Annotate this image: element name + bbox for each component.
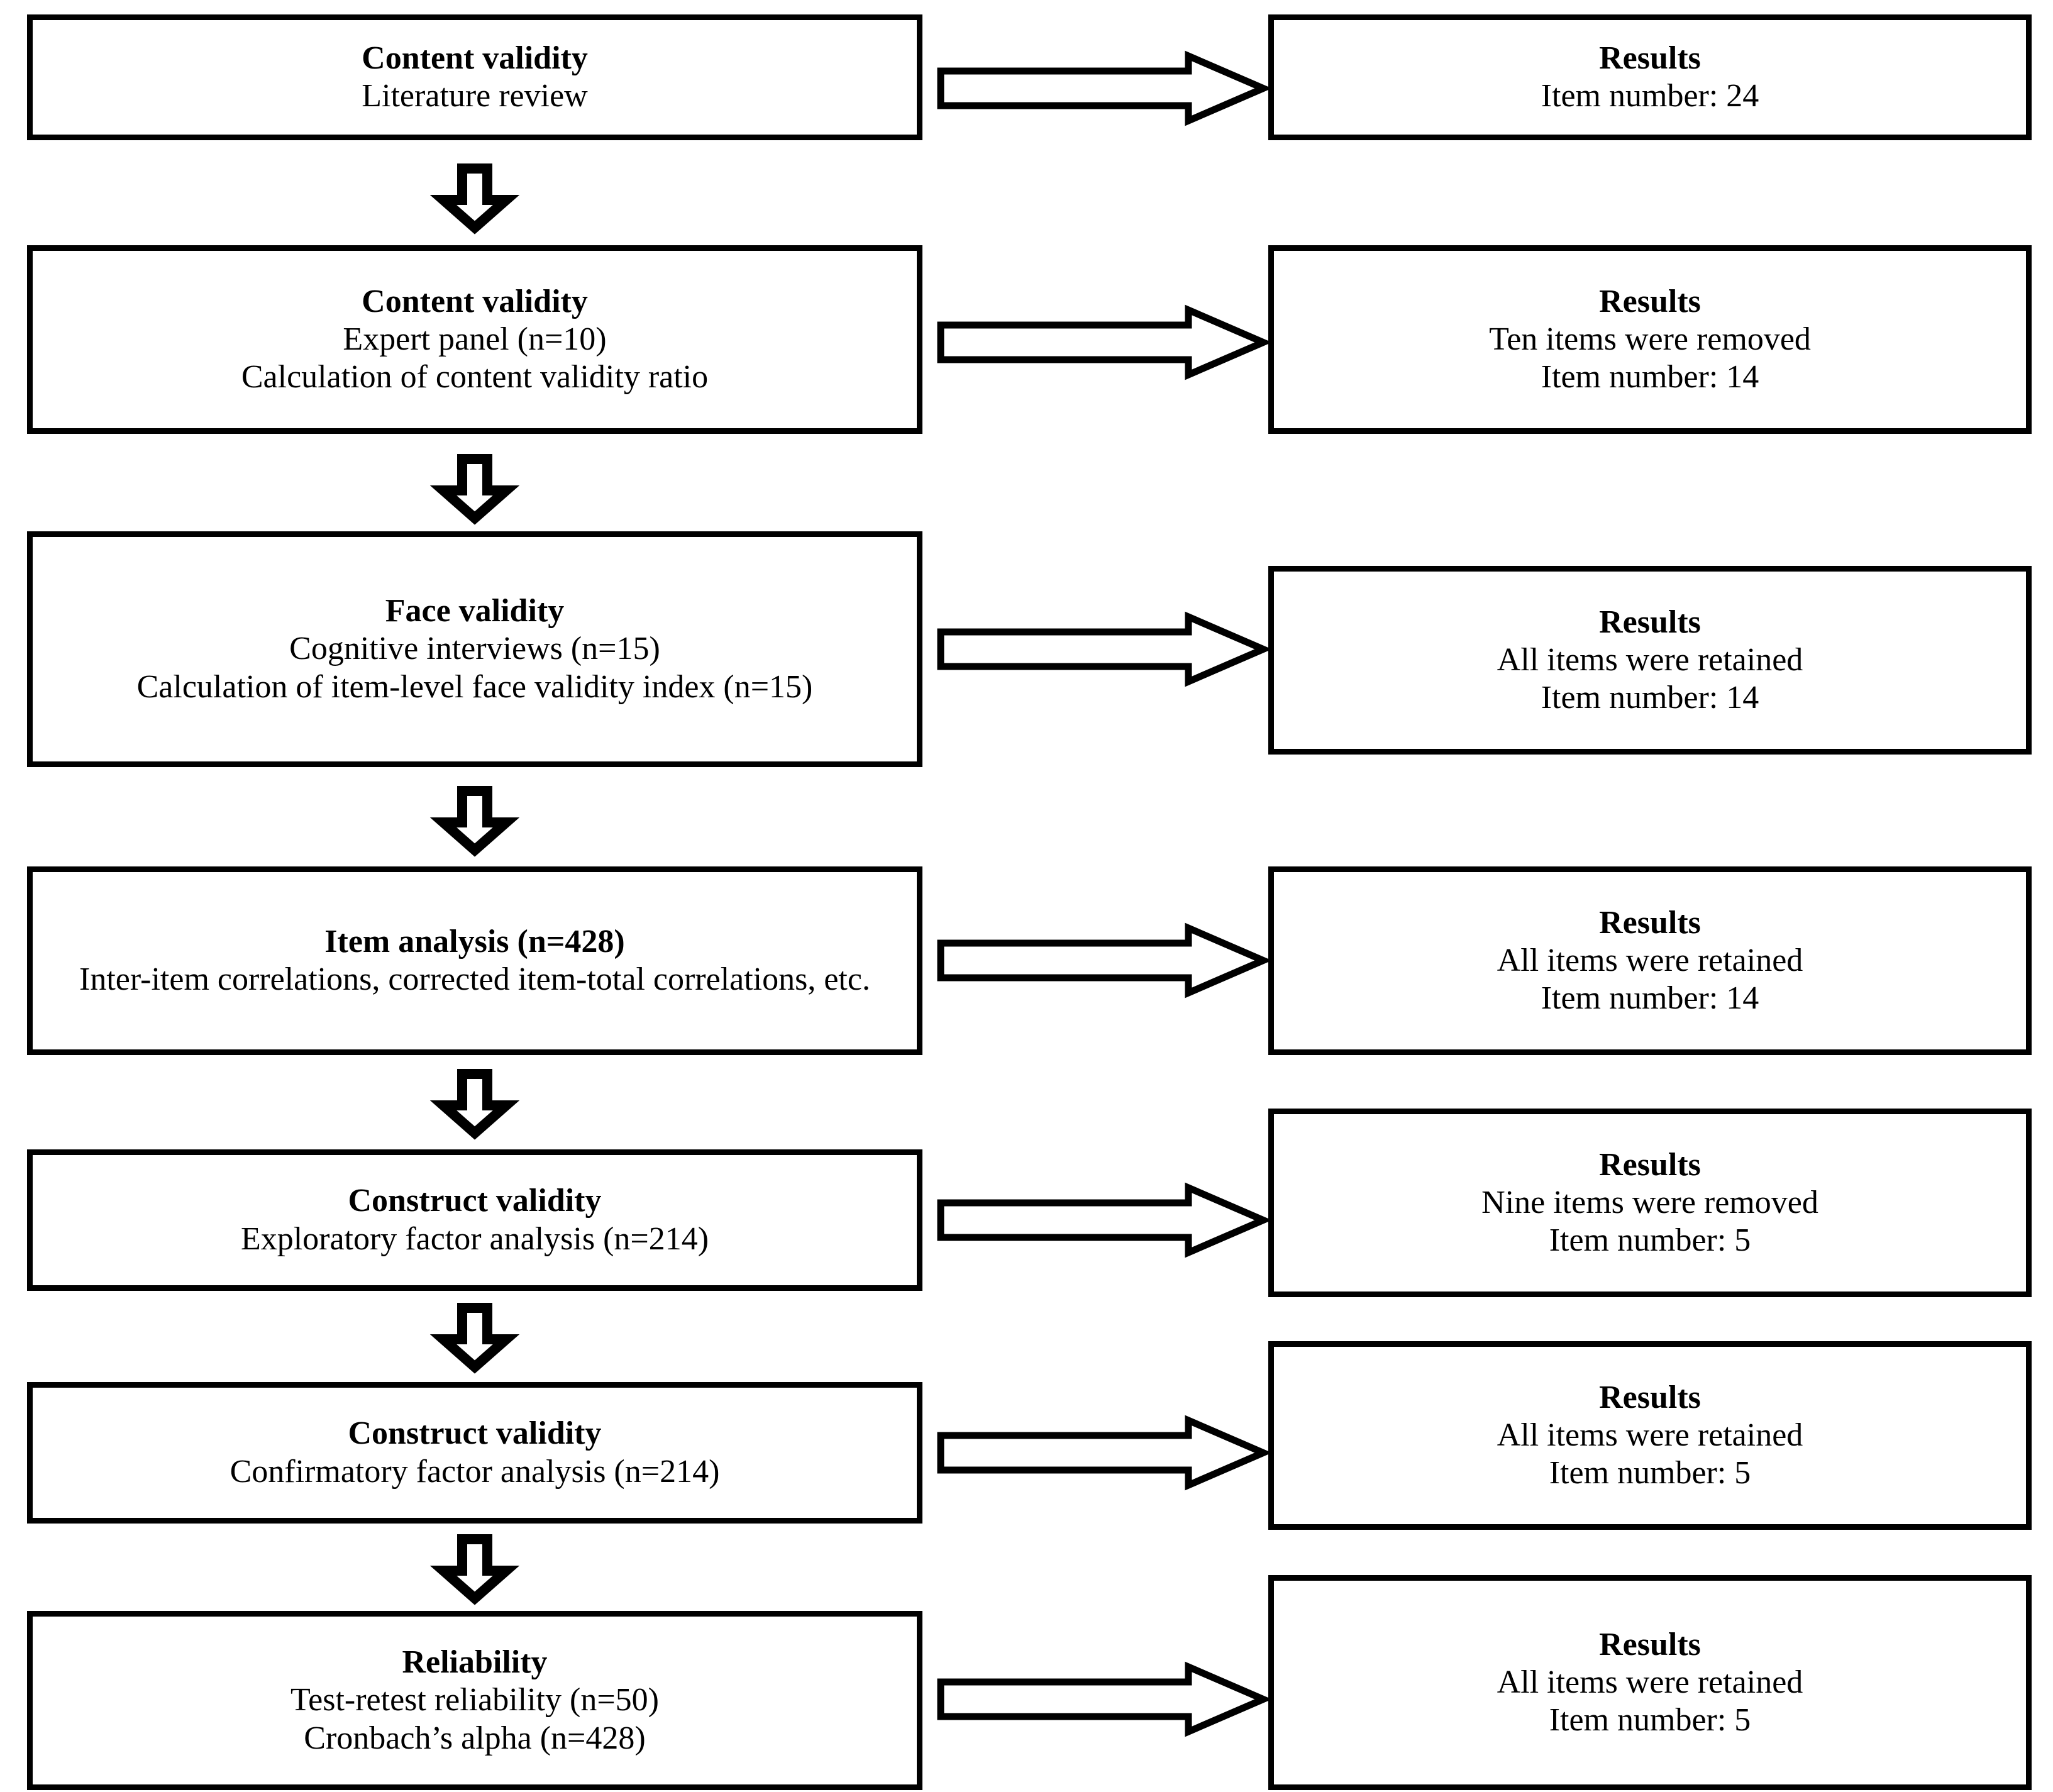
block-arrow-down-icon-2 (429, 454, 520, 525)
result-title: Results (1599, 40, 1701, 76)
result-line: Nine items were removed (1481, 1184, 1818, 1220)
process-line: Cronbach’s alpha (n=428) (304, 1720, 646, 1756)
block-arrow-down-icon-1 (429, 163, 520, 235)
process-line: Expert panel (n=10) (343, 321, 607, 357)
result-box-construct-validity-efa: Results Nine items were removed Item num… (1268, 1109, 2032, 1297)
block-arrow-down-icon-3 (429, 786, 520, 857)
process-title: Face validity (385, 593, 565, 629)
block-arrow-right-icon-6 (937, 1415, 1272, 1491)
result-box-content-validity-expert-panel: Results Ten items were removed Item numb… (1268, 245, 2032, 434)
result-title: Results (1599, 283, 1701, 319)
block-arrow-right-icon-5 (937, 1182, 1272, 1258)
process-title: Content validity (362, 40, 588, 76)
process-box-construct-validity-efa: Construct validity Exploratory factor an… (27, 1149, 922, 1291)
process-title: Reliability (402, 1644, 548, 1681)
result-line: Item number: 5 (1549, 1455, 1751, 1491)
block-arrow-right-icon-1 (937, 50, 1272, 126)
process-box-face-validity: Face validity Cognitive interviews (n=15… (27, 531, 922, 767)
result-box-face-validity: Results All items were retained Item num… (1268, 566, 2032, 755)
block-arrow-down-icon-4 (429, 1069, 520, 1140)
process-title: Content validity (362, 283, 588, 319)
result-line: Item number: 24 (1541, 78, 1759, 114)
result-title: Results (1599, 1146, 1701, 1183)
result-line: Item number: 14 (1541, 680, 1759, 716)
result-line: All items were retained (1497, 942, 1803, 978)
result-title: Results (1599, 1379, 1701, 1415)
process-line: Confirmatory factor analysis (n=214) (230, 1453, 720, 1490)
block-arrow-right-icon-7 (937, 1661, 1272, 1737)
result-line: All items were retained (1497, 1664, 1803, 1700)
block-arrow-right-icon-2 (937, 304, 1272, 380)
block-arrow-right-icon-4 (937, 922, 1272, 998)
process-line: Exploratory factor analysis (n=214) (240, 1220, 709, 1257)
result-box-content-validity-literature-review: Results Item number: 24 (1268, 14, 2032, 140)
process-line: Calculation of item-level face validity … (136, 668, 813, 705)
result-line: Item number: 5 (1549, 1222, 1751, 1259)
result-title: Results (1599, 604, 1701, 640)
result-box-construct-validity-cfa: Results All items were retained Item num… (1268, 1341, 2032, 1530)
block-arrow-down-icon-5 (429, 1303, 520, 1374)
block-arrow-right-icon-3 (937, 611, 1272, 687)
process-box-content-validity-literature-review: Content validity Literature review (27, 14, 922, 140)
process-line: Inter-item correlations, corrected item-… (79, 961, 870, 997)
result-line: Ten items were removed (1489, 321, 1811, 357)
result-line: Item number: 14 (1541, 359, 1759, 395)
process-line: Calculation of content validity ratio (241, 359, 709, 395)
process-box-content-validity-expert-panel: Content validity Expert panel (n=10) Cal… (27, 245, 922, 434)
process-box-construct-validity-cfa: Construct validity Confirmatory factor a… (27, 1382, 922, 1524)
process-line: Cognitive interviews (n=15) (289, 631, 660, 667)
result-title: Results (1599, 1626, 1701, 1662)
result-title: Results (1599, 904, 1701, 941)
block-arrow-down-icon-6 (429, 1534, 520, 1605)
result-box-item-analysis: Results All items were retained Item num… (1268, 866, 2032, 1055)
process-title: Construct validity (348, 1183, 602, 1219)
result-line: Item number: 5 (1549, 1702, 1751, 1739)
result-line: All items were retained (1497, 1417, 1803, 1453)
process-line: Literature review (362, 78, 588, 114)
process-line: Test-retest reliability (n=50) (291, 1682, 659, 1718)
process-title: Construct validity (348, 1415, 602, 1452)
result-box-reliability: Results All items were retained Item num… (1268, 1575, 2032, 1790)
process-box-item-analysis: Item analysis (n=428) Inter-item correla… (27, 866, 922, 1055)
process-box-reliability: Reliability Test-retest reliability (n=5… (27, 1611, 922, 1790)
result-line: Item number: 14 (1541, 980, 1759, 1017)
process-title: Item analysis (n=428) (324, 923, 625, 960)
result-line: All items were retained (1497, 641, 1803, 678)
